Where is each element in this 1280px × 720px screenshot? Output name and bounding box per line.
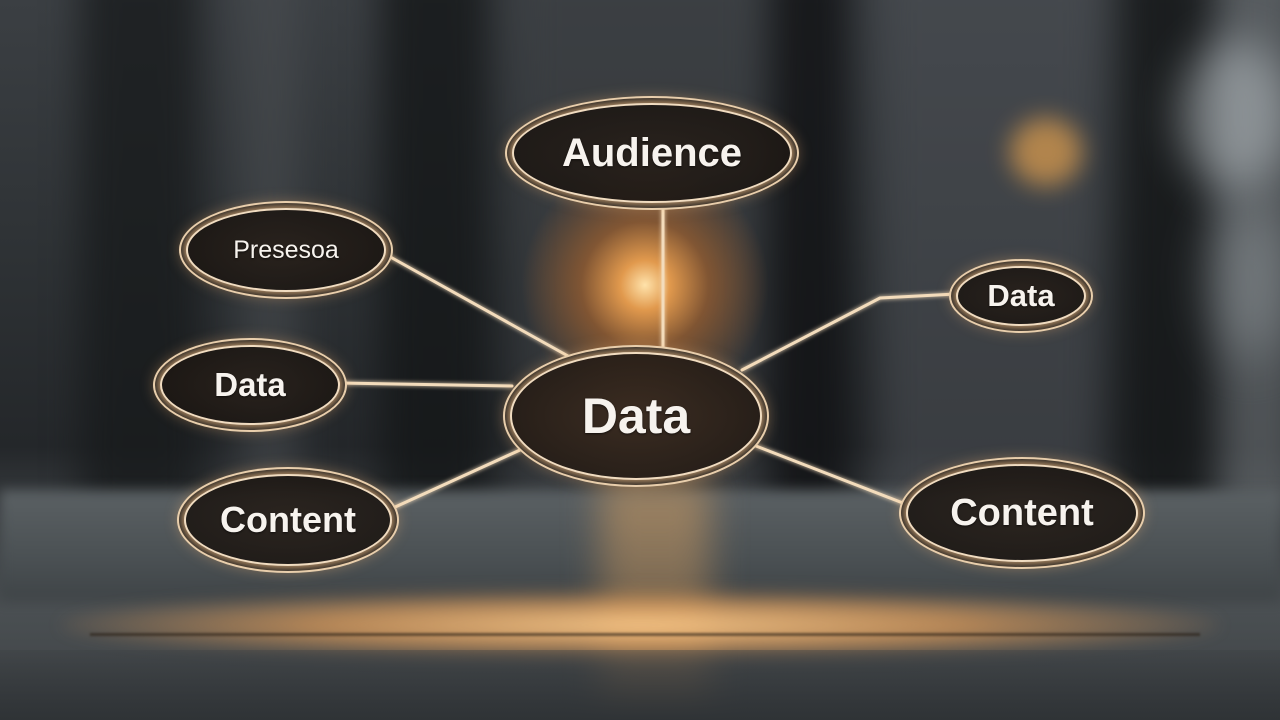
- node-audience: Audience: [512, 103, 792, 203]
- bokeh-light: [1180, 40, 1280, 190]
- node-data-right: Data: [956, 266, 1086, 326]
- node-content-left: Content: [184, 474, 392, 566]
- node-data-center: Data: [510, 352, 762, 480]
- node-label: Presesoa: [233, 235, 339, 264]
- node-content-right: Content: [906, 464, 1138, 562]
- floor-glow: [60, 590, 1220, 660]
- node-data-left: Data: [160, 345, 340, 425]
- bokeh-light: [1210, 200, 1280, 360]
- foreground-shade: [0, 650, 1280, 720]
- bokeh-orange-light: [1010, 118, 1082, 186]
- node-label: Content: [950, 491, 1094, 534]
- connector-presesoa: [383, 252, 570, 358]
- node-label: Data: [581, 388, 691, 444]
- node-label: Data: [214, 366, 286, 403]
- connector-content-right: [754, 444, 910, 507]
- node-label: Audience: [561, 130, 743, 175]
- node-presesoa: Presesoa: [186, 208, 386, 292]
- connector-data-left: [338, 381, 514, 388]
- connector-content-left: [391, 448, 522, 510]
- node-label: Data: [987, 278, 1055, 313]
- table-edge: [90, 633, 1200, 636]
- node-label: Content: [220, 499, 356, 540]
- connector-data-right: [740, 292, 958, 372]
